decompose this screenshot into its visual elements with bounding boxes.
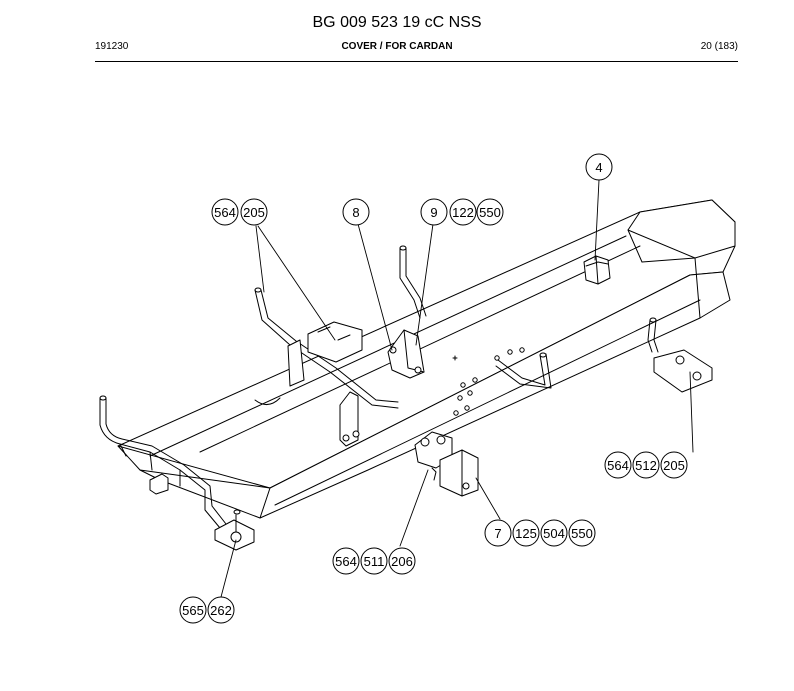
leader-lines: [220, 179, 694, 598]
callout-label: 8: [352, 205, 359, 220]
callout-label: 7: [494, 526, 501, 541]
callout-7-125-504-550: 7 125 504 550: [484, 519, 596, 547]
callout-8: 8: [342, 198, 370, 226]
callout-label: 512: [635, 458, 657, 473]
header-divider: [95, 61, 738, 62]
callout-label: 206: [391, 554, 413, 569]
callout-label: 122: [452, 205, 474, 220]
callout-label: 205: [663, 458, 685, 473]
callout-label: 504: [543, 526, 565, 541]
callout-label: 550: [479, 205, 501, 220]
page-number: 20 (183): [700, 41, 738, 52]
callout-565-262: 565 262: [179, 596, 235, 624]
callout-label: 511: [364, 554, 385, 569]
callout-label: 550: [571, 526, 593, 541]
callout-label: 564: [214, 205, 236, 220]
callout-564-205: 564 205: [211, 198, 268, 226]
callout-564-511-206: 564 511 206: [332, 547, 416, 575]
callout-label: 9: [430, 205, 437, 220]
document-title: BG 009 523 19 cC NSS: [312, 14, 482, 31]
callout-label: 205: [243, 205, 265, 220]
brackets: [149, 255, 713, 551]
callout-label: 564: [335, 554, 357, 569]
section-title: COVER / FOR CARDAN: [341, 41, 453, 52]
callout-label: 564: [607, 458, 629, 473]
callout-label: 565: [182, 603, 204, 618]
document-code: 191230: [95, 41, 129, 52]
callout-label: 125: [515, 526, 537, 541]
callout-564-512-205: 564 512 205: [604, 451, 688, 479]
callout-label: 4: [595, 160, 602, 175]
callout-9-122-550: 9 122 550: [420, 198, 504, 226]
callout-label: 262: [210, 603, 232, 618]
callout-4: 4: [585, 153, 613, 181]
